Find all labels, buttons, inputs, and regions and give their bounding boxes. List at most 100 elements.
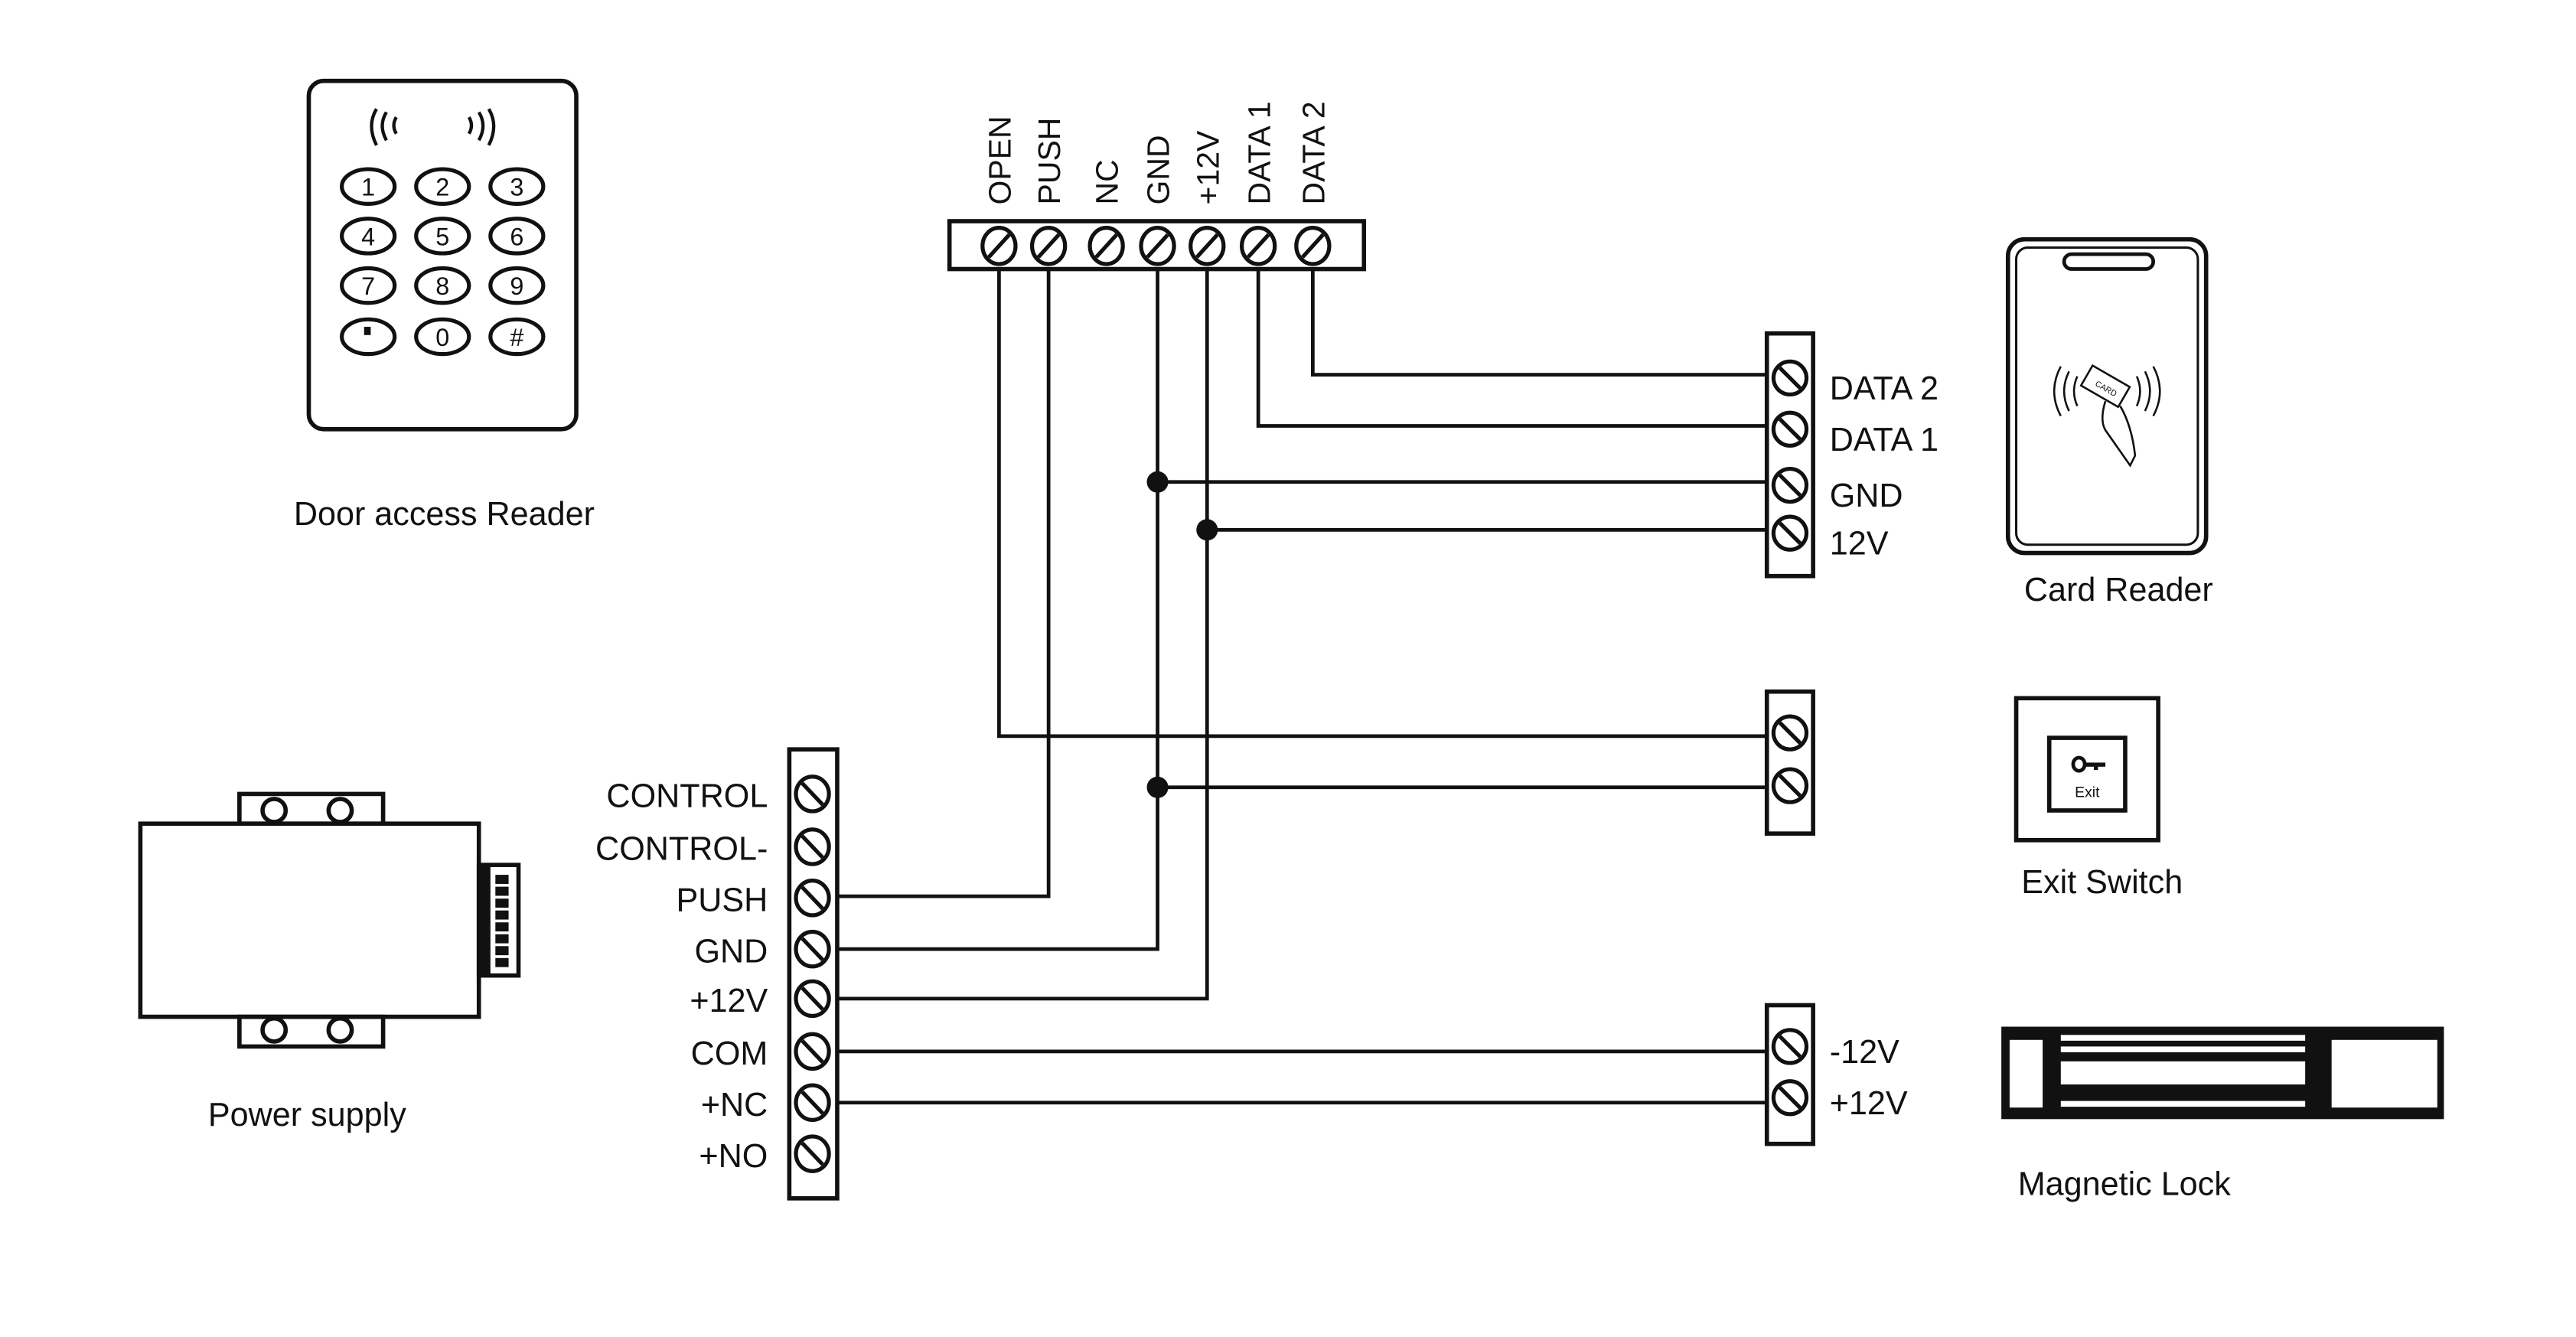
- power-supply-terminal-screw-control[interactable]: [794, 774, 831, 814]
- power-supply-device: [138, 791, 521, 1049]
- connector-pin: [495, 957, 509, 967]
- connector-pin: [495, 934, 509, 944]
- power-supply-terminal-screw-plusno[interactable]: [794, 1134, 831, 1173]
- exit-button-text: Exit: [2075, 784, 2100, 801]
- top-terminal-screw-gnd[interactable]: [1139, 226, 1176, 266]
- top-terminal-screw-push[interactable]: [1029, 226, 1068, 266]
- power-supply-terminal-screw-gnd[interactable]: [794, 929, 831, 969]
- power-supply-terminal-label-control-minus: CONTROL-: [595, 831, 768, 868]
- mount-hole: [326, 797, 354, 824]
- exit-switch-label: Exit Switch: [2021, 864, 2183, 901]
- keypad-key-0[interactable]: 0: [414, 317, 471, 357]
- card-tap-icon: [2053, 364, 2161, 468]
- lock-window-left: [2009, 1039, 2043, 1108]
- keypad-label: Door access Reader: [294, 496, 595, 533]
- keypad-key-7[interactable]: 7: [340, 266, 397, 305]
- wires: [836, 269, 1767, 1105]
- lock-stripe-4: [2060, 1101, 2306, 1107]
- keypad-key-6[interactable]: 6: [488, 217, 546, 256]
- card-reader-terminal-screw-data2[interactable]: [1771, 359, 1809, 397]
- key-icon: [2071, 755, 2106, 773]
- svg-text:5: 5: [435, 223, 449, 250]
- keypad-key-5[interactable]: 5: [414, 217, 471, 256]
- mount-hole: [260, 1016, 289, 1044]
- lock-stripe-2: [2060, 1046, 2306, 1052]
- top-terminal-screw-data2[interactable]: [1294, 226, 1332, 266]
- power-supply-terminal-screw-control-minus[interactable]: [794, 827, 831, 866]
- top-terminal-screw-12v[interactable]: [1189, 226, 1226, 266]
- keypad-key-4[interactable]: 4: [340, 217, 397, 256]
- card-reader-slot: [2062, 252, 2156, 271]
- mount-hole: [260, 797, 289, 824]
- top-terminal-label-data2: DATA 2: [1296, 101, 1331, 204]
- power-supply-terminal-housing: [787, 747, 840, 1201]
- lock-terminal-screw-minus12v[interactable]: [1771, 1028, 1809, 1065]
- lock-stripe-1: [2060, 1035, 2306, 1041]
- card-text: CARD: [2093, 380, 2118, 399]
- card-reader-terminal-label-data2: DATA 2: [1830, 370, 1939, 407]
- power-supply-terminal-screw-plus12v[interactable]: [794, 979, 831, 1019]
- connector-pin: [495, 946, 509, 956]
- junction-gnd-exit: [1146, 776, 1169, 798]
- power-supply-terminal-screw-com[interactable]: [794, 1032, 831, 1071]
- power-supply-body: [138, 821, 481, 1019]
- wireless-left-icon: [370, 108, 398, 146]
- top-terminal-screw-data1[interactable]: [1239, 226, 1277, 266]
- card-reader-terminal-label-12v: 12V: [1830, 526, 1889, 563]
- svg-text:3: 3: [510, 174, 523, 201]
- top-terminal-label-data1: DATA 1: [1241, 101, 1277, 204]
- card-reader-terminal-screw-12v[interactable]: [1771, 514, 1809, 552]
- keypad-key-2[interactable]: 2: [414, 167, 471, 206]
- svg-text:0: 0: [435, 324, 449, 351]
- exit-switch-device: Exit Exit Switch: [2014, 696, 2183, 901]
- power-supply-terminal-label-push: PUSH: [676, 882, 768, 919]
- lock-stripe-3: [2060, 1061, 2306, 1085]
- exit-switch-plate: [2014, 696, 2160, 843]
- power-supply-terminal-label-control: CONTROL: [606, 778, 768, 815]
- wire-data2: [1310, 269, 1767, 377]
- keypad-key-8[interactable]: 8: [414, 266, 471, 305]
- card-reader-terminal-screw-data1[interactable]: [1771, 410, 1809, 448]
- junction-12v-card: [1196, 519, 1218, 541]
- exit-switch-terminal-screw-1[interactable]: [1771, 714, 1809, 752]
- connector-pin: [495, 875, 509, 884]
- keypad-key-star[interactable]: [340, 317, 397, 357]
- power-supply-terminal-screw-push[interactable]: [794, 879, 831, 918]
- power-supply-terminal-screw-plusnc[interactable]: [794, 1083, 831, 1122]
- power-supply-terminal-label-gnd: GND: [694, 933, 768, 970]
- card-reader-terminal-screw-gnd[interactable]: [1771, 466, 1809, 504]
- lock-terminal-screw-plus12v[interactable]: [1771, 1079, 1809, 1117]
- keypad-key-hash[interactable]: #: [488, 317, 546, 357]
- svg-text:8: 8: [435, 272, 449, 300]
- card-reader-terminal-housing: [1764, 331, 1815, 579]
- top-terminal-label-open: OPEN: [982, 116, 1017, 204]
- top-terminal-label-nc: NC: [1090, 159, 1125, 204]
- svg-text:6: 6: [510, 223, 523, 250]
- lock-terminal-block: -12V+12V: [1764, 1003, 1908, 1146]
- top-terminal-label-push: PUSH: [1032, 118, 1067, 205]
- exit-switch-terminal-screw-2[interactable]: [1771, 767, 1809, 804]
- keypad-key-1[interactable]: 1: [340, 167, 397, 206]
- keypad-key-3[interactable]: 3: [488, 167, 546, 206]
- top-terminal-screw-open[interactable]: [980, 226, 1018, 266]
- junction-gnd-card: [1146, 471, 1169, 493]
- magnetic-lock-device: Magnetic Lock: [2001, 1026, 2444, 1203]
- connector-pin: [495, 886, 509, 896]
- magnetic-lock-label: Magnetic Lock: [2018, 1166, 2232, 1203]
- wire-push: [836, 269, 1051, 898]
- keypad-key-9[interactable]: 9: [488, 266, 546, 305]
- exit-switch-button[interactable]: [2046, 735, 2128, 813]
- wire-12v: [836, 269, 1209, 1001]
- junction-dots: [1146, 471, 1218, 798]
- power-supply-label: Power supply: [208, 1097, 406, 1133]
- connector-pin: [495, 898, 509, 908]
- power-supply-terminal-label-plus12v: +12V: [690, 983, 768, 1019]
- lock-terminal-housing: [1764, 1003, 1815, 1146]
- card-reader-terminal-label-data1: DATA 1: [1830, 422, 1939, 458]
- power-supply-terminal-label-plusno: +NO: [699, 1138, 768, 1175]
- top-terminal-screw-nc[interactable]: [1087, 226, 1125, 266]
